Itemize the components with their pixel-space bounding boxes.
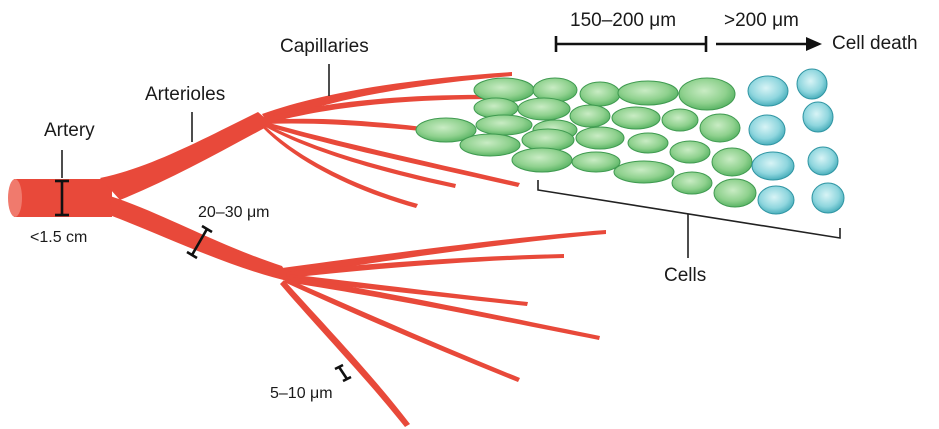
diffusion-range-label: 150–200 μm <box>570 11 676 30</box>
capillary-size-label: 5–10 μm <box>270 386 333 402</box>
beyond-range-label: >200 μm <box>724 11 799 30</box>
artery <box>8 179 112 217</box>
diffusion-range-bar <box>556 36 706 52</box>
beyond-range-arrow <box>716 37 822 51</box>
artery-size-label: <1.5 cm <box>30 230 87 246</box>
cells-label: Cells <box>664 266 706 285</box>
capillary-diameter-marker <box>335 365 351 381</box>
arterioles-label: Arterioles <box>145 85 225 104</box>
dying-cells <box>748 69 844 214</box>
artery-label: Artery <box>44 121 95 140</box>
arteriole-upper <box>100 112 272 200</box>
arteriole-size-label: 20–30 μm <box>198 205 269 221</box>
cell-death-label: Cell death <box>832 34 918 53</box>
capillaries-label: Capillaries <box>280 37 369 56</box>
